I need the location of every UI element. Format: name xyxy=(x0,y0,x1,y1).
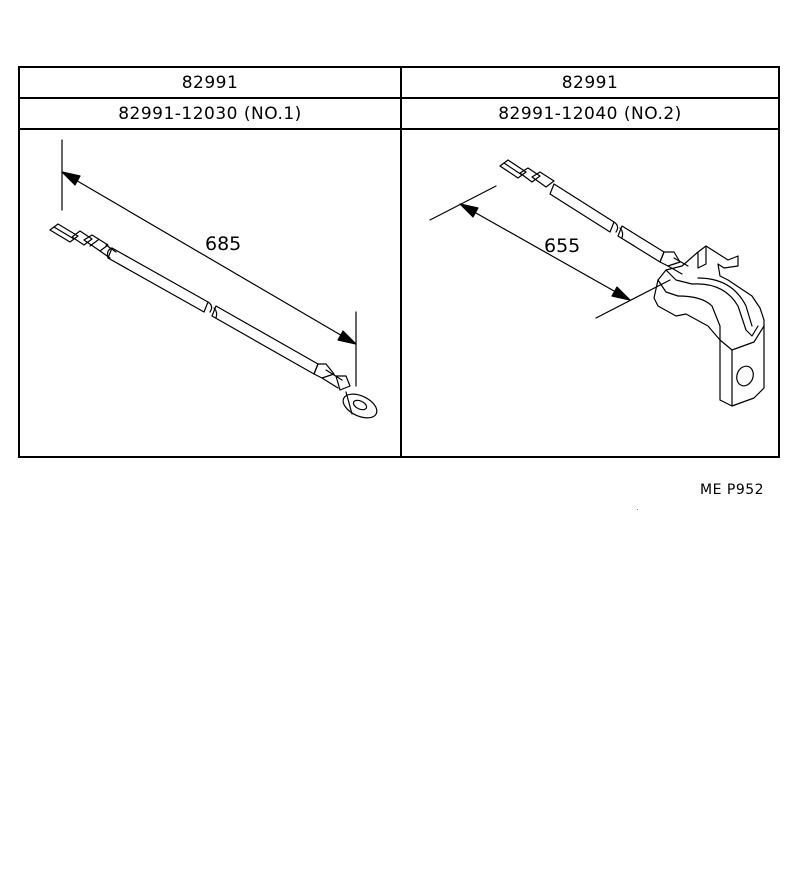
dimension-arrow-right xyxy=(611,286,631,301)
wire-harness-no2-svg: 655 xyxy=(429,159,765,407)
wire-harness-no2-drawing: 655 xyxy=(402,130,778,456)
sleeve-segment xyxy=(617,225,665,263)
spade-terminal xyxy=(49,223,79,243)
dimension-arrow-left xyxy=(459,203,479,218)
dimension-line xyxy=(459,203,631,301)
dimension-line xyxy=(61,171,357,345)
sleeve-segment xyxy=(107,247,209,313)
bracket-hole xyxy=(736,365,754,387)
wire-harness-no1-svg: 685 xyxy=(49,139,378,419)
sleeve-segment xyxy=(211,305,319,375)
wire-harness-no2 xyxy=(499,159,765,407)
parts-table: 82991 82991-12030 (NO.1) 685 xyxy=(18,66,780,458)
part-column-no2: 82991 82991-12040 (NO.2) 655 xyxy=(402,68,778,456)
wire-harness-no1 xyxy=(49,223,378,419)
extension-line-right xyxy=(595,279,671,319)
figure-code: ME P952 xyxy=(700,482,765,498)
scan-speck xyxy=(637,509,638,510)
dimension-label: 655 xyxy=(544,235,580,257)
dimension-arrow-right xyxy=(337,330,357,345)
dimension-label: 685 xyxy=(205,233,241,255)
part-column-no1: 82991 82991-12030 (NO.1) 685 xyxy=(20,68,402,456)
spade-terminal xyxy=(499,159,527,179)
part-number-left: 82991-12030 (NO.1) xyxy=(20,99,400,130)
part-number-right: 82991-12040 (NO.2) xyxy=(402,99,778,130)
sleeve-segment xyxy=(549,183,615,233)
wire-harness-no1-drawing: 685 xyxy=(20,130,400,456)
ring-terminal xyxy=(342,393,378,419)
mounting-bracket xyxy=(653,245,765,407)
group-header-right: 82991 xyxy=(402,68,778,99)
extension-line-left xyxy=(429,185,497,221)
group-header-left: 82991 xyxy=(20,68,400,99)
dimension-arrow-left xyxy=(61,171,81,186)
